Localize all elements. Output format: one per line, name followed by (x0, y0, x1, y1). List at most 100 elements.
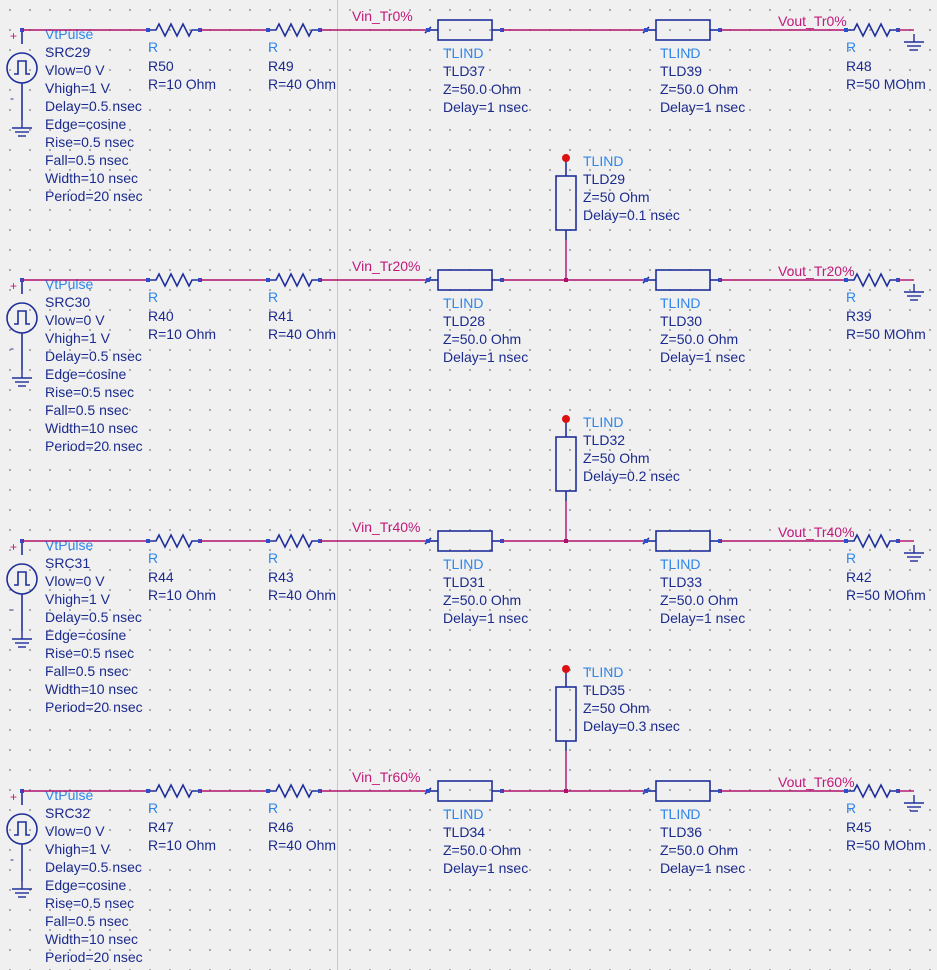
tline2-box[interactable] (655, 19, 711, 41)
pin (266, 278, 270, 282)
tl1-delay-label: Delay=1 nsec (443, 349, 528, 365)
stub-z-label: Z=50 Ohm (583, 450, 650, 466)
rl-value-label: R=50 MOhm (846, 326, 926, 342)
page-boundary-line (337, 0, 338, 970)
junction-dot (564, 539, 568, 543)
stub-tline-box[interactable] (555, 175, 577, 231)
tl1-delay-label: Delay=1 nsec (443, 610, 528, 626)
stub-z-label: Z=50 Ohm (583, 700, 650, 716)
vout-net-label: Vout_Tr60% (778, 774, 855, 790)
source-param-edge: Edge=cosine (45, 366, 127, 382)
tl2-z-label: Z=50.0 Ohm (660, 81, 738, 97)
source-param-period: Period=20 nsec (45, 949, 143, 965)
source-param-name: SRC30 (45, 294, 90, 310)
source-type-label: VtPulse (45, 537, 93, 553)
minus-sign: - (10, 852, 14, 866)
tl1-type-label: TLIND (443, 45, 483, 61)
plus-sign: + (10, 790, 17, 804)
r1-name-label: R40 (148, 308, 174, 324)
source-param-vlow: Vlow=0 V (45, 62, 105, 78)
source-param-edge: Edge=cosine (45, 877, 127, 893)
source-param-rise: Rise=0.5 nsec (45, 645, 134, 661)
resistor-symbol[interactable] (846, 783, 898, 799)
tl1-type-label: TLIND (443, 556, 483, 572)
resistor-symbol[interactable] (268, 783, 320, 799)
tl2-type-label: TLIND (660, 295, 700, 311)
tl2-name-label: TLD30 (660, 313, 702, 329)
tline1-box[interactable] (437, 19, 493, 41)
rl-name-label: R45 (846, 819, 872, 835)
source-param-delay: Delay=0.5 nsec (45, 98, 142, 114)
vout-net-label: Vout_Tr0% (778, 13, 847, 29)
pin (644, 539, 648, 543)
source-param-vhigh: Vhigh=1 V (45, 80, 111, 96)
tl2-delay-label: Delay=1 nsec (660, 349, 745, 365)
tline2-box[interactable] (655, 530, 711, 552)
resistor-symbol[interactable] (148, 783, 200, 799)
pulse-source-symbol[interactable] (6, 52, 38, 84)
junction-dot (564, 789, 568, 793)
vout-net-label: Vout_Tr40% (778, 524, 855, 540)
tl1-z-label: Z=50.0 Ohm (443, 81, 521, 97)
pin (266, 28, 270, 32)
resistor-symbol[interactable] (846, 272, 898, 288)
r2-value-label: R=40 Ohm (268, 76, 336, 92)
r1-name-label: R44 (148, 569, 174, 585)
stub-name-label: TLD29 (583, 171, 625, 187)
source-param-vhigh: Vhigh=1 V (45, 591, 111, 607)
resistor-symbol[interactable] (148, 272, 200, 288)
source-param-name: SRC32 (45, 805, 90, 821)
pulse-source-symbol[interactable] (6, 813, 38, 845)
stub-type-label: TLIND (583, 153, 623, 169)
resistor-symbol[interactable] (846, 533, 898, 549)
plus-sign: + (10, 540, 17, 554)
source-type-label: VtPulse (45, 26, 93, 42)
tline2-box[interactable] (655, 269, 711, 291)
vin-net-label: Vin_Tr60% (352, 769, 420, 785)
resistor-symbol[interactable] (268, 272, 320, 288)
tline1-box[interactable] (437, 780, 493, 802)
stub-delay-label: Delay=0.1 nsec (583, 207, 680, 223)
source-param-delay: Delay=0.5 nsec (45, 348, 142, 364)
resistor-symbol[interactable] (148, 533, 200, 549)
tl1-name-label: TLD34 (443, 824, 485, 840)
resistor-symbol[interactable] (268, 22, 320, 38)
r1-value-label: R=10 Ohm (148, 76, 216, 92)
r1-name-label: R50 (148, 58, 174, 74)
stub-tline-box[interactable] (555, 686, 577, 742)
tl1-name-label: TLD31 (443, 574, 485, 590)
resistor-symbol[interactable] (148, 22, 200, 38)
resistor-symbol[interactable] (846, 22, 898, 38)
pulse-source-symbol[interactable] (6, 302, 38, 334)
tl2-type-label: TLIND (660, 45, 700, 61)
pulse-source-symbol[interactable] (6, 563, 38, 595)
resistor-symbol[interactable] (268, 533, 320, 549)
vin-net-label: Vin_Tr0% (352, 8, 413, 24)
tl2-delay-label: Delay=1 nsec (660, 860, 745, 876)
pin (146, 789, 150, 793)
pin (644, 28, 648, 32)
r2-name-label: R49 (268, 58, 294, 74)
stub-delay-label: Delay=0.2 nsec (583, 468, 680, 484)
tline2-box[interactable] (655, 780, 711, 802)
stub-tline-box[interactable] (555, 436, 577, 492)
tl1-delay-label: Delay=1 nsec (443, 99, 528, 115)
plus-sign: + (10, 279, 17, 293)
tl2-z-label: Z=50.0 Ohm (660, 331, 738, 347)
tl2-type-label: TLIND (660, 556, 700, 572)
r2-type-label: R (268, 800, 278, 816)
tl1-type-label: TLIND (443, 295, 483, 311)
tline1-box[interactable] (437, 530, 493, 552)
rl-type-label: R (846, 289, 856, 305)
source-param-rise: Rise=0.5 nsec (45, 895, 134, 911)
pin (644, 789, 648, 793)
r2-value-label: R=40 Ohm (268, 587, 336, 603)
tline1-box[interactable] (437, 269, 493, 291)
source-type-label: VtPulse (45, 787, 93, 803)
tl1-z-label: Z=50.0 Ohm (443, 592, 521, 608)
pulse-icon (14, 60, 30, 75)
pin (644, 278, 648, 282)
r2-type-label: R (268, 550, 278, 566)
